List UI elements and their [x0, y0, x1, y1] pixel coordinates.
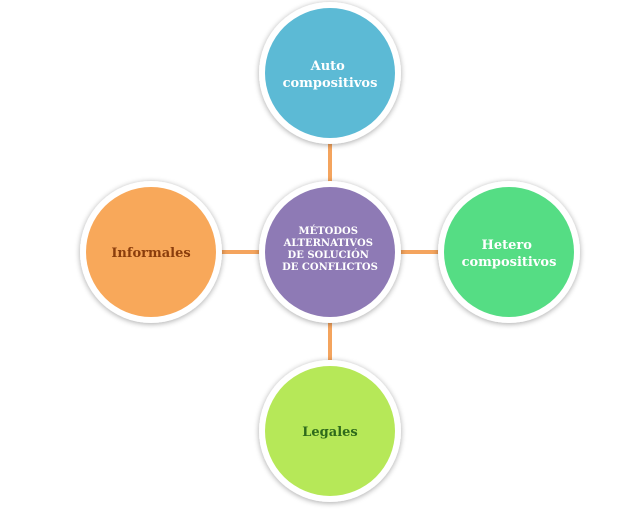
- node-bottom: Legales: [259, 360, 401, 502]
- node-left: Informales: [80, 181, 222, 323]
- connectors: [220, 143, 440, 360]
- node-right-circle: [444, 187, 574, 317]
- node-bottom-label: Legales: [302, 425, 357, 440]
- node-top-label: Auto compositivos: [283, 59, 378, 91]
- node-center-circle: [265, 187, 395, 317]
- node-bottom-circle: [265, 366, 395, 496]
- node-top-circle: [265, 8, 395, 138]
- node-center: MÉTODOS ALTERNATIVOS DE SOLUCIÓN DE CONF…: [259, 181, 401, 323]
- node-top: Auto compositivos: [259, 2, 401, 144]
- node-left-circle: [86, 187, 216, 317]
- node-left-label: Informales: [111, 246, 190, 261]
- node-center-label: MÉTODOS ALTERNATIVOS DE SOLUCIÓN DE CONF…: [282, 225, 378, 273]
- node-right-label: Hetero compositivos: [462, 238, 557, 270]
- node-right: Hetero compositivos: [438, 181, 580, 323]
